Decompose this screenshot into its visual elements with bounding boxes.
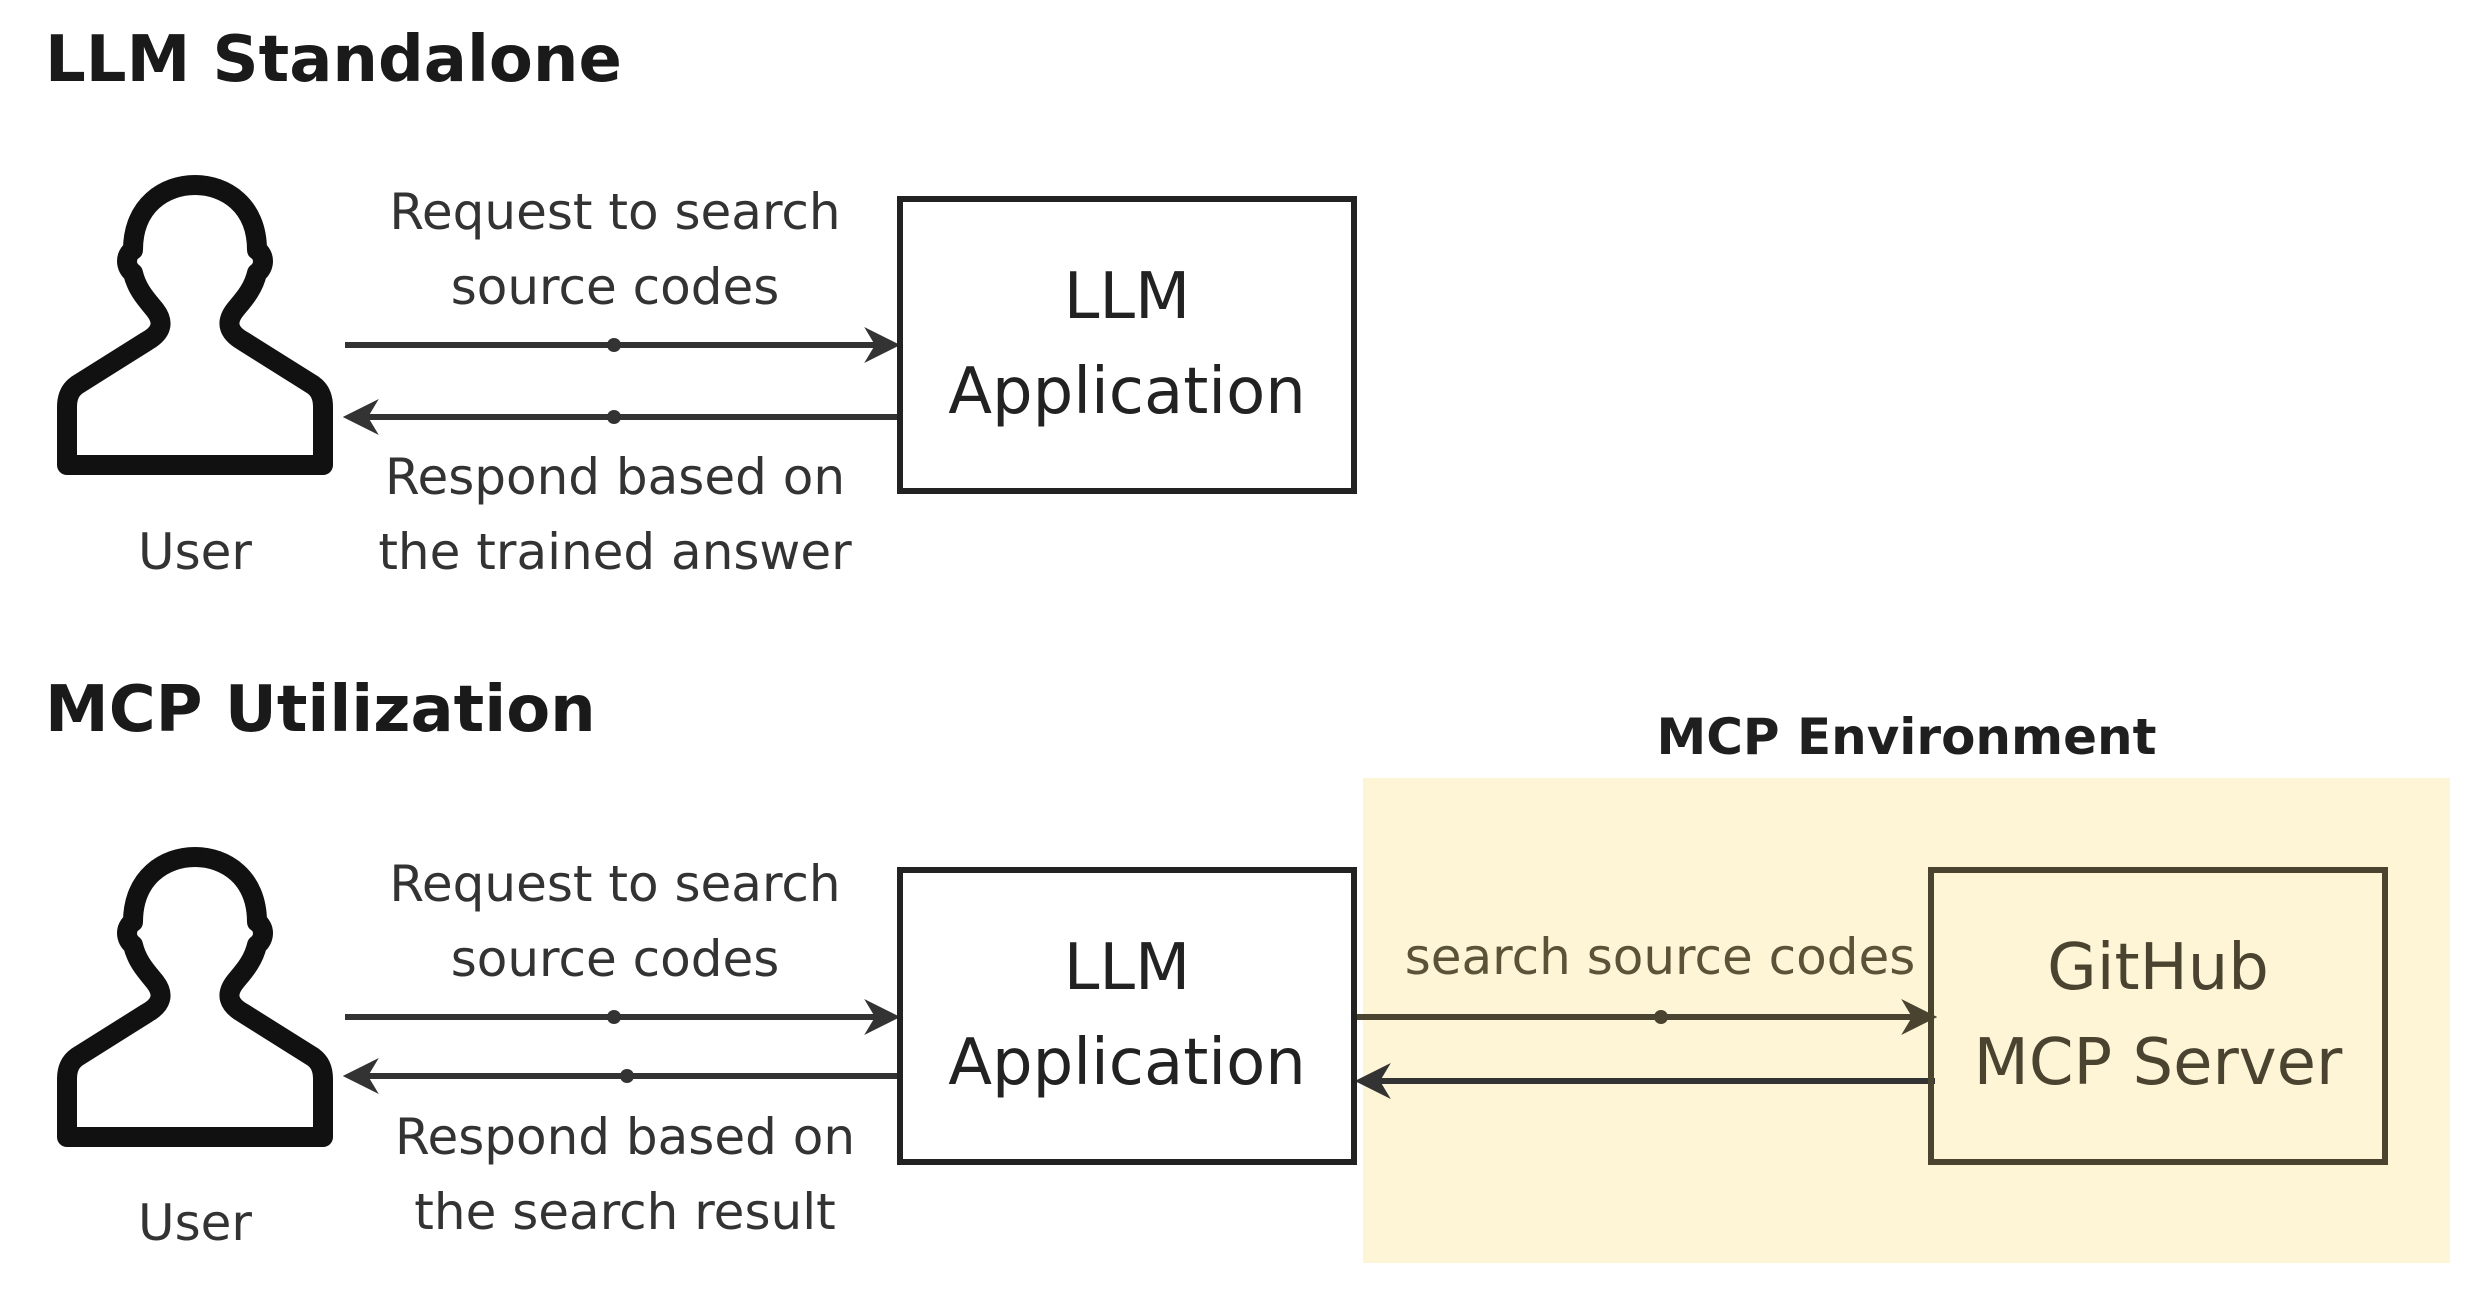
user-icon xyxy=(57,175,333,475)
response-label-standalone: Respond based on the trained answer xyxy=(378,448,852,581)
mcp-environment-title: MCP Environment xyxy=(1656,708,2157,766)
request-label-mcp: Request to search source codes xyxy=(389,855,841,988)
section-title-mcp: MCP Utilization xyxy=(45,673,596,747)
request-label-standalone: Request to search source codes xyxy=(389,183,841,316)
response-label-mcp: Respond based on the search result xyxy=(394,1108,856,1241)
llm-application-box-mcp: LLM Application xyxy=(897,867,1357,1165)
user-label-standalone: User xyxy=(138,523,252,581)
github-mcp-server-box: GitHub MCP Server xyxy=(1928,867,2388,1165)
section-title-standalone: LLM Standalone xyxy=(45,23,622,97)
user-icon xyxy=(57,847,333,1147)
user-label-mcp: User xyxy=(138,1194,252,1252)
llm-application-box-standalone: LLM Application xyxy=(897,196,1357,494)
tool-call-label: search source codes xyxy=(1404,928,1916,986)
